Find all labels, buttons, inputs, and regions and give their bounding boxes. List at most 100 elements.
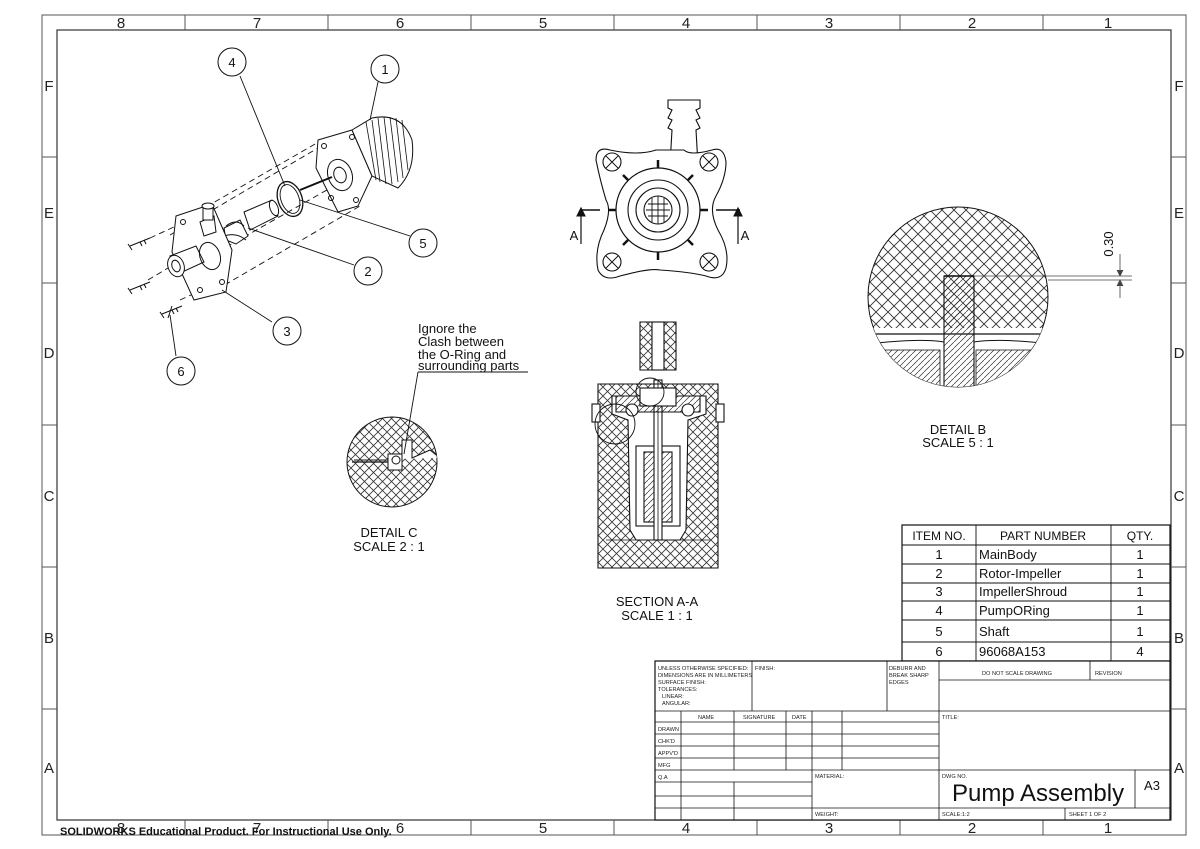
svg-text:PumpORing: PumpORing [979, 603, 1050, 618]
col-name: NAME [698, 715, 714, 721]
svg-text:TOLERANCES:: TOLERANCES: [658, 687, 698, 693]
svg-text:ANGULAR:: ANGULAR: [662, 701, 691, 707]
bom-table: ITEM NO. PART NUMBER QTY. 1 MainBody 1 2… [901, 524, 1171, 662]
svg-text:ImpellerShroud: ImpellerShroud [979, 584, 1067, 599]
balloon-4: 4 [217, 47, 247, 77]
zone-col-2: 2 [968, 15, 976, 32]
zone-col-1-bottom: 1 [1104, 820, 1112, 837]
zone-row-e-right: E [1174, 205, 1184, 222]
zone-row-b: B [44, 630, 54, 647]
zone-row-c: C [44, 488, 55, 505]
zone-col-7: 7 [253, 15, 261, 32]
detail-c-label: DETAIL C [360, 525, 417, 540]
balloon-1: 1 [370, 54, 400, 84]
zone-row-e: E [44, 205, 54, 222]
bom-row: 1 MainBody 1 [935, 547, 1143, 562]
dimension-value: 0.30 [1101, 231, 1116, 256]
screws [127, 237, 183, 319]
bom-row: 6 96068A153 4 [935, 644, 1143, 659]
exploded-view [127, 75, 414, 357]
detail-b-scale: SCALE 5 : 1 [922, 435, 994, 450]
svg-text:SURFACE FINISH:: SURFACE FINISH: [658, 680, 706, 686]
svg-text:2: 2 [364, 264, 371, 279]
row-checked: CHK'D [658, 739, 675, 745]
zone-col-4-bottom: 4 [682, 820, 690, 837]
svg-text:DIMENSIONS ARE IN MILLIMETERS: DIMENSIONS ARE IN MILLIMETERS [658, 673, 752, 679]
deburr-line-3: EDGES [889, 680, 909, 686]
zone-labels-left: F E D C B A [44, 78, 55, 777]
zone-col-7-bottom: 7 [253, 820, 261, 837]
finish-label: FINISH: [755, 666, 775, 672]
zone-col-3-bottom: 3 [825, 820, 833, 837]
zone-col-4: 4 [682, 15, 690, 32]
svg-text:1: 1 [1136, 603, 1143, 618]
zone-col-6-bottom: 6 [396, 820, 404, 837]
svg-text:1: 1 [1136, 566, 1143, 581]
svg-text:5: 5 [935, 624, 942, 639]
svg-text:surrounding parts: surrounding parts [418, 358, 520, 373]
section-scale: SCALE 1 : 1 [621, 608, 693, 623]
svg-text:4: 4 [1136, 644, 1143, 659]
spec-block: UNLESS OTHERWISE SPECIFIED: DIMENSIONS A… [658, 666, 752, 707]
svg-text:6: 6 [177, 364, 184, 379]
svg-text:3: 3 [935, 584, 942, 599]
bom-header-item: ITEM NO. [912, 529, 965, 543]
bom-row: 5 Shaft 1 [935, 624, 1143, 639]
section-label: SECTION A-A [616, 594, 699, 609]
col-date: DATE [792, 715, 807, 721]
svg-text:4: 4 [935, 603, 942, 618]
scale-label: SCALE:1:2 [942, 812, 970, 818]
svg-text:3: 3 [283, 324, 290, 339]
drawing-title: Pump Assembly [952, 780, 1124, 807]
zone-col-8: 8 [117, 15, 125, 32]
svg-text:LINEAR:: LINEAR: [662, 694, 684, 700]
impeller-shroud [167, 202, 233, 301]
svg-text:MainBody: MainBody [979, 547, 1037, 562]
zone-row-a: A [44, 760, 54, 777]
detail-c-scale: SCALE 2 : 1 [353, 539, 425, 554]
svg-text:5: 5 [419, 236, 426, 251]
svg-text:1: 1 [1136, 547, 1143, 562]
bom-header-qty: QTY. [1127, 529, 1153, 543]
zone-row-c-right: C [1174, 488, 1185, 505]
zone-row-d-right: D [1174, 345, 1185, 362]
zone-labels-bottom: 8 7 6 5 4 3 2 1 [117, 820, 1112, 837]
section-mark-right: A [741, 228, 750, 243]
zone-row-d: D [44, 345, 55, 362]
front-view [576, 99, 743, 279]
do-not-scale: DO NOT SCALE DRAWING [982, 671, 1052, 677]
bom-row: 4 PumpORing 1 [935, 603, 1143, 618]
balloon-leaders [169, 75, 411, 357]
section-a-a-view [591, 321, 725, 569]
svg-text:Rotor-Impeller: Rotor-Impeller [979, 566, 1062, 581]
svg-text:2: 2 [935, 566, 942, 581]
svg-text:Ignore the: Ignore the [418, 321, 477, 336]
svg-text:the O-Ring and: the O-Ring and [418, 347, 506, 362]
svg-text:1: 1 [935, 547, 942, 562]
rotor-impeller [223, 199, 280, 245]
detail-b-label: DETAIL B [930, 422, 986, 437]
balloon-2: 2 [353, 256, 383, 286]
sheet-number: SHEET 1 OF 2 [1069, 812, 1106, 818]
bom-row: 2 Rotor-Impeller 1 [935, 566, 1143, 581]
balloons: 1 2 3 4 5 6 [166, 47, 438, 386]
svg-text:Clash between: Clash between [418, 334, 504, 349]
section-mark-left: A [570, 228, 579, 243]
detail-c-view [346, 371, 528, 508]
zone-ticks [42, 15, 1186, 835]
zone-col-5: 5 [539, 15, 547, 32]
title-label: TITLE: [942, 715, 959, 721]
zone-row-b-right: B [1174, 630, 1184, 647]
row-drawn: DRAWN [658, 727, 679, 733]
bom-header-part: PART NUMBER [1000, 529, 1086, 543]
bom-row: 3 ImpellerShroud 1 [935, 584, 1143, 599]
svg-text:4: 4 [228, 55, 235, 70]
svg-text:1: 1 [381, 62, 388, 77]
shaft [299, 176, 333, 191]
row-approved: APPV'D [658, 751, 678, 757]
svg-text:UNLESS OTHERWISE SPECIFIED:: UNLESS OTHERWISE SPECIFIED: [658, 666, 749, 672]
zone-row-f-right: F [1174, 78, 1183, 95]
balloon-3: 3 [272, 316, 302, 346]
motor-body [315, 116, 414, 213]
